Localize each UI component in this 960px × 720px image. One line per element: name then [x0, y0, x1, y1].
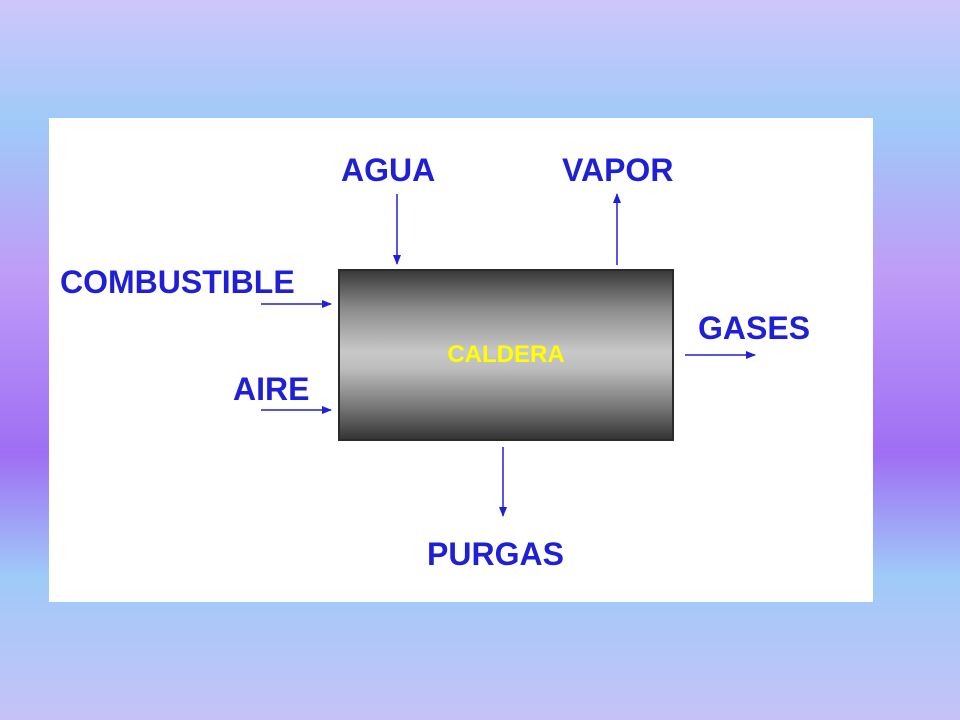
- flow-arrows: [261, 193, 756, 517]
- label-air: AIRE: [233, 371, 310, 407]
- boiler-label: CALDERA: [447, 341, 565, 368]
- label-purges: PURGAS: [427, 536, 564, 572]
- label-gases: GASES: [698, 310, 811, 346]
- label-fuel: COMBUSTIBLE: [60, 264, 295, 300]
- label-water: AGUA: [341, 152, 436, 188]
- label-steam: VAPOR: [562, 152, 674, 188]
- boiler-block: CALDERA: [338, 269, 674, 441]
- diagram-panel: AGUA VAPOR COMBUSTIBLE AIRE GASES PURGAS…: [49, 118, 873, 602]
